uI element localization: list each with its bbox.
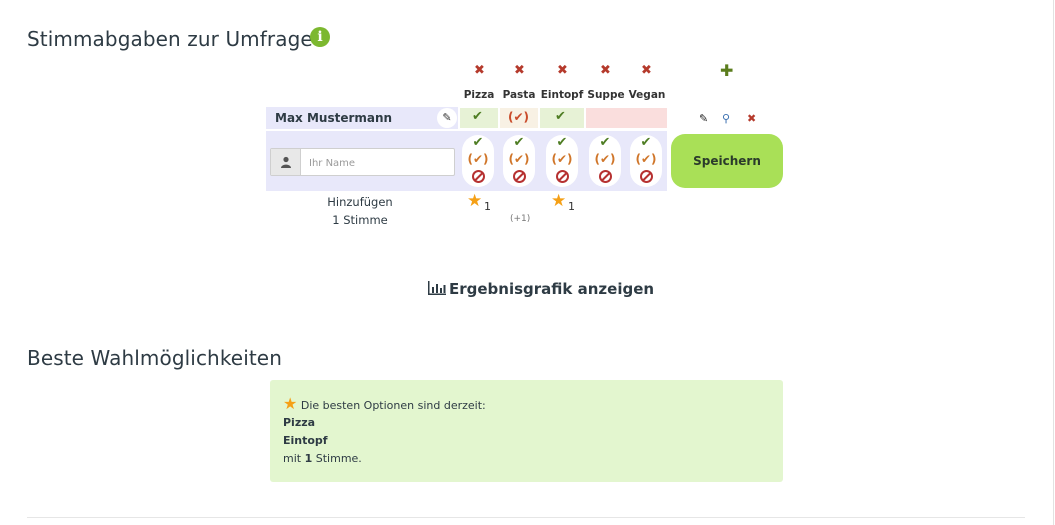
show-chart-link[interactable]: Ergebnisgrafik anzeigen xyxy=(428,280,654,298)
option-header-eintopf: Eintopf xyxy=(540,89,584,101)
vote-count-label: 1 Stimme xyxy=(332,213,388,227)
best-item: Eintopf xyxy=(283,434,328,447)
delete-option-pizza-icon[interactable]: ✖ xyxy=(474,63,485,78)
best-suffix-count: 1 xyxy=(304,452,313,465)
vote-cell-pasta: (✔) xyxy=(500,108,538,128)
ifneedbe-icon[interactable]: (✔) xyxy=(551,152,573,166)
ifneedbe-icon[interactable]: (✔) xyxy=(508,152,530,166)
no-icon[interactable] xyxy=(462,170,494,185)
vote-cell-eintopf: ✔ xyxy=(540,108,584,128)
edit-participant-pencil-icon[interactable]: ✎ xyxy=(437,108,457,128)
ifneedbe-icon[interactable]: (✔) xyxy=(635,152,657,166)
delete-option-pasta-icon[interactable]: ✖ xyxy=(514,63,525,78)
star-icon: ★ xyxy=(551,191,567,211)
ifneedbe-icon[interactable]: (✔) xyxy=(467,152,489,166)
delete-option-eintopf-icon[interactable]: ✖ xyxy=(557,63,568,78)
best-intro-line: ★ Die besten Optionen sind derzeit: xyxy=(283,394,486,413)
vote-selector-suppe[interactable]: ✔ (✔) xyxy=(589,135,621,187)
vote-selector-vegan[interactable]: ✔ (✔) xyxy=(630,135,662,187)
vote-selector-eintopf[interactable]: ✔ (✔) xyxy=(546,135,578,187)
yes-check-icon[interactable]: ✔ xyxy=(556,135,568,150)
bottom-divider xyxy=(27,517,1025,518)
star-icon: ★ xyxy=(467,191,483,211)
name-input-group xyxy=(270,148,455,176)
best-options-title: Beste Wahlmöglichkeiten xyxy=(27,346,282,370)
ifneedbe-icon[interactable]: (✔) xyxy=(594,152,616,166)
no-icon[interactable] xyxy=(546,170,578,185)
user-icon xyxy=(271,149,301,175)
link-icon[interactable]: ⚲ xyxy=(722,112,731,125)
delete-participant-icon[interactable]: ✖ xyxy=(747,112,757,125)
option-header-suppe: Suppe xyxy=(587,89,625,101)
option-header-pizza: Pizza xyxy=(463,89,495,101)
no-icon[interactable] xyxy=(503,170,535,185)
best-suffix: mit 1 Stimme. xyxy=(283,452,362,465)
edit-pencil-icon[interactable]: ✎ xyxy=(699,112,709,125)
vote-selector-pasta[interactable]: ✔ (✔) xyxy=(503,135,535,187)
plus-one-label: (+1) xyxy=(510,214,531,224)
star-icon: ★ xyxy=(283,394,298,413)
poll-title: Stimmabgaben zur Umfrage xyxy=(27,27,313,51)
best-item: Pizza xyxy=(283,416,316,429)
vote-cell-suppe-vegan xyxy=(586,108,667,128)
show-chart-label: Ergebnisgrafik anzeigen xyxy=(449,280,655,298)
no-icon[interactable] xyxy=(630,170,662,185)
delete-option-vegan-icon[interactable]: ✖ xyxy=(641,63,652,78)
yes-check-icon[interactable]: ✔ xyxy=(599,135,611,150)
participant-row-band xyxy=(266,107,458,129)
yes-check-icon[interactable]: ✔ xyxy=(513,135,525,150)
bar-chart-icon xyxy=(428,281,446,295)
option-header-vegan: Vegan xyxy=(628,89,666,101)
best-suffix-prefix: mit xyxy=(283,452,302,465)
add-option-icon[interactable]: ✚ xyxy=(720,61,734,80)
page-right-border xyxy=(1053,0,1054,525)
add-label: Hinzufügen xyxy=(327,195,393,209)
participant-name: Max Mustermann xyxy=(275,111,393,125)
vote-cell-pizza: ✔ xyxy=(460,108,498,128)
best-intro: Die besten Optionen sind derzeit: xyxy=(300,399,486,412)
yes-check-icon[interactable]: ✔ xyxy=(472,135,484,150)
no-icon[interactable] xyxy=(589,170,621,185)
delete-option-suppe-icon[interactable]: ✖ xyxy=(600,63,611,78)
star-count-eintopf: 1 xyxy=(568,200,575,213)
yes-check-icon: ✔ xyxy=(472,109,483,124)
yes-check-icon: ✔ xyxy=(555,109,566,124)
star-count-pizza: 1 xyxy=(484,200,491,213)
vote-selector-pizza[interactable]: ✔ (✔) xyxy=(462,135,494,187)
yes-check-icon[interactable]: ✔ xyxy=(640,135,652,150)
option-header-pasta: Pasta xyxy=(502,89,536,101)
save-button[interactable]: Speichern xyxy=(671,134,783,188)
best-options-box: ★ Die besten Optionen sind derzeit: Pizz… xyxy=(270,380,783,482)
best-suffix-end: Stimme. xyxy=(315,452,362,465)
ifneedbe-icon: (✔) xyxy=(508,110,530,124)
info-circle-icon[interactable]: i xyxy=(310,27,330,47)
name-input[interactable] xyxy=(307,153,451,173)
